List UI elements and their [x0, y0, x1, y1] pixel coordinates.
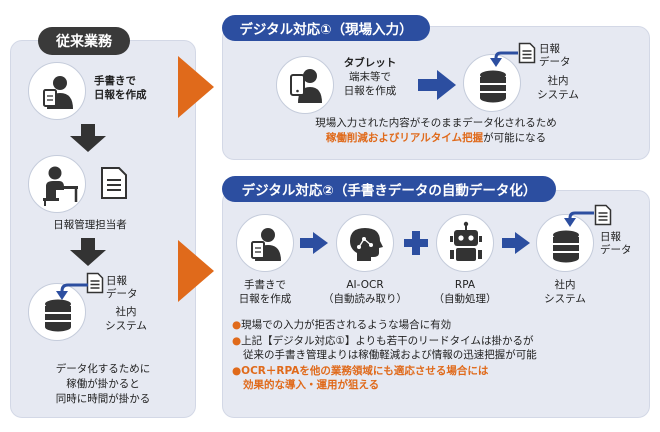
- person-at-desk-icon: [43, 166, 78, 206]
- orange-arrow-icon: [178, 240, 214, 302]
- digital1-system-label-2: システム: [537, 89, 579, 101]
- step-ai-ocr-label-2: （自動読み取り）: [323, 293, 407, 305]
- digital1-title: デジタル対応①（現場入力）: [239, 22, 413, 38]
- curved-arrow-icon: [490, 51, 518, 67]
- digital1-system-label-1: 社内: [547, 75, 569, 87]
- legacy-system-label-2: システム: [105, 320, 147, 332]
- digital2-handwrite-circle: [236, 214, 294, 272]
- legacy-system-circle: [28, 283, 86, 341]
- database-icon: [45, 299, 71, 332]
- person-writing-icon: [43, 76, 73, 109]
- curved-arrow-icon: [564, 211, 594, 227]
- legacy-manager-circle: [28, 155, 86, 213]
- curved-arrow-icon: [56, 283, 88, 300]
- right-arrow-icon: [502, 232, 530, 254]
- tablet-label-1: タブレット: [343, 57, 397, 69]
- person-with-tablet-icon: [290, 69, 322, 103]
- legacy-handwrite-circle: [28, 62, 86, 120]
- plus-icon: [404, 231, 428, 255]
- digital1-note-rest: が可能になる: [483, 132, 547, 144]
- step-rpa-label-2: （自動処理）: [433, 293, 497, 305]
- digital2-title: デジタル対応②（手書きデータの自動データ化）: [241, 183, 537, 199]
- bullet-dot: ●: [232, 319, 242, 331]
- bullet-3-cont: 効果的な導入・運用が狙える: [243, 378, 379, 392]
- digital1-note-2: 稼働削減およびリアルタイム把握が可能になる: [222, 131, 650, 145]
- digital2-doc-label-2: データ: [600, 244, 632, 256]
- digital2-doc-label-1: 日報: [600, 231, 621, 243]
- document-icon: [594, 204, 612, 226]
- document-icon: [518, 42, 536, 64]
- bullet-2-cont: 従来の手書き管理よりは稼働軽減および情報の迅速把握が可能: [243, 348, 537, 362]
- bullet-dot: ●: [232, 365, 242, 377]
- legacy-title: 従来業務: [56, 34, 112, 50]
- rpa-circle: [436, 214, 494, 272]
- document-icon: [86, 272, 104, 294]
- step-ai-ocr-label-1: AI-OCR: [346, 279, 384, 291]
- right-arrow-icon: [300, 232, 328, 254]
- person-writing-icon: [251, 228, 281, 261]
- tablet-label-3: 日報を作成: [343, 85, 397, 97]
- down-arrow-icon: [70, 124, 106, 152]
- legacy-caption-1: データ化するために: [55, 363, 151, 375]
- legacy-doc-label-2: データ: [106, 288, 138, 300]
- down-arrow-icon: [70, 238, 106, 266]
- legacy-manager-label: 日報管理担当者: [53, 219, 127, 231]
- bullet-dot: ●: [232, 335, 242, 347]
- tablet-person-circle: [276, 56, 334, 114]
- ai-head-icon: [350, 228, 383, 261]
- step-rpa-label-1: RPA: [454, 279, 476, 291]
- document-icon: [101, 167, 127, 199]
- right-arrow-icon: [418, 70, 456, 100]
- digital1-doc-label-1: 日報: [539, 43, 560, 55]
- digital1-note-1: 現場入力された内容がそのままデータ化されるため: [315, 117, 557, 129]
- bullet-1: ●現場での入力が拒否されるような場合に有効: [232, 318, 451, 332]
- digital1-doc-label-2: データ: [539, 56, 571, 68]
- step-handwrite-label-1: 手書きで: [244, 279, 286, 291]
- database-icon: [553, 230, 579, 263]
- bullet-3: ●OCR＋RPAを他の業務領域にも適応させる場合には: [232, 364, 488, 378]
- step-system-label-2: システム: [544, 293, 586, 305]
- bullet-2-text-2: 従来の手書き管理よりは稼働軽減および情報の迅速把握が可能: [243, 349, 537, 361]
- legacy-doc-label-1: 日報: [106, 275, 127, 287]
- tablet-label-2: 端末等で: [349, 71, 391, 83]
- bullet-3-text-1: OCR＋RPAを他の業務領域にも適応させる場合には: [241, 365, 489, 377]
- digital1-title-badge: デジタル対応①（現場入力）: [222, 15, 430, 41]
- bullet-2: ●上記【デジタル対応①】よりも若干のリードタイムは掛かるが: [232, 334, 533, 348]
- orange-arrow-icon: [178, 56, 214, 118]
- ai-ocr-circle: [336, 214, 394, 272]
- bullet-3-text-2: 効果的な導入・運用が狙える: [243, 379, 380, 391]
- database-icon: [480, 70, 506, 103]
- legacy-system-label-1: 社内: [115, 306, 137, 318]
- step-system-label-1: 社内: [554, 279, 576, 291]
- robot-icon: [450, 221, 482, 261]
- legacy-handwrite-label-1: 手書きで: [94, 75, 136, 87]
- digital1-note-highlight: 稼働削減およびリアルタイム把握: [325, 132, 484, 144]
- digital2-system-circle: [536, 214, 594, 272]
- step-handwrite-label-2: 日報を作成: [238, 293, 292, 305]
- legacy-caption-2: 稼働が掛かると: [66, 378, 140, 390]
- legacy-title-badge: 従来業務: [38, 27, 130, 55]
- digital2-title-badge: デジタル対応②（手書きデータの自動データ化）: [222, 176, 556, 202]
- bullet-1-text: 現場での入力が拒否されるような場合に有効: [241, 319, 452, 331]
- legacy-handwrite-label-2: 日報を作成: [94, 89, 147, 101]
- digital1-system-circle: [463, 54, 521, 112]
- bullet-2-text-1: 上記【デジタル対応①】よりも若干のリードタイムは掛かるが: [241, 335, 534, 347]
- legacy-caption-3: 同時に時間が掛かる: [55, 393, 151, 405]
